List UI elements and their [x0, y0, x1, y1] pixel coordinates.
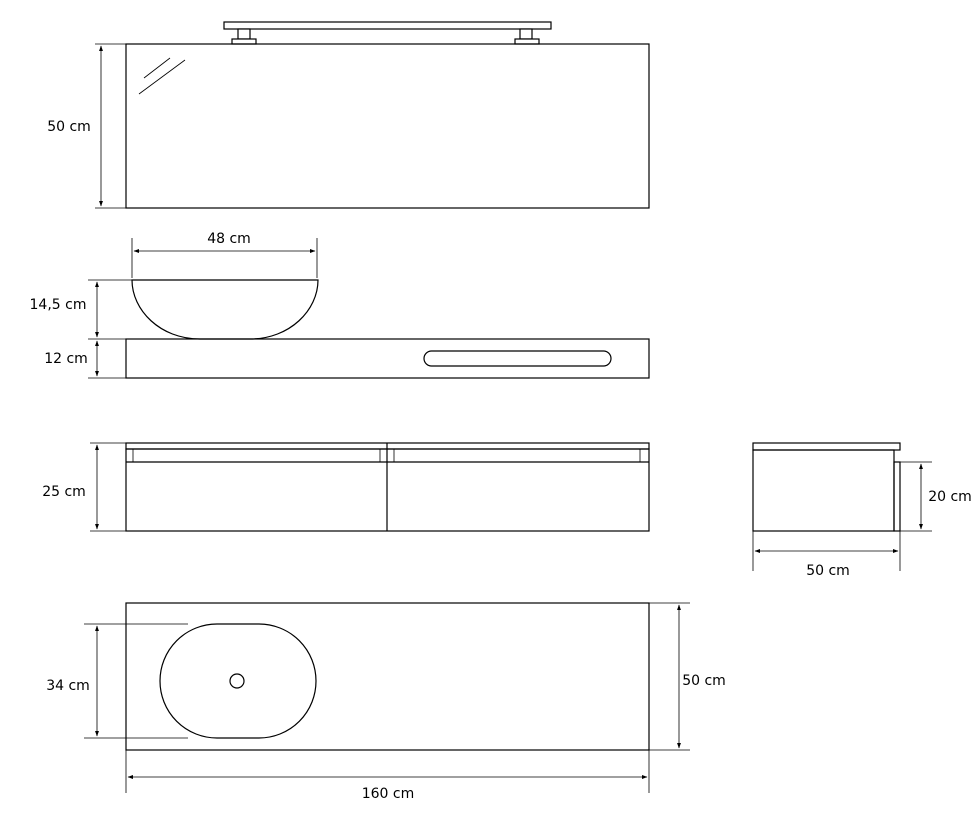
basin-depth-label: 34 cm: [46, 678, 90, 694]
mirror-panel: [125, 43, 650, 209]
side-width-label: 50 cm: [806, 563, 850, 579]
side-cabinet-body: [752, 449, 895, 532]
side-cabinet-top: [752, 442, 901, 451]
countertop: [125, 338, 650, 379]
mirror-height-label: 50 cm: [47, 119, 91, 135]
cabinet-height-label: 25 cm: [42, 484, 86, 500]
basin-height-label: 14,5 cm: [30, 297, 87, 313]
top-plan-view: 34 cm 50 cm 160 cm: [46, 602, 726, 802]
countertop-plan: [125, 602, 650, 751]
cabinet-handle-recess: [379, 448, 388, 463]
mirror-reflection-line: [138, 59, 186, 95]
cabinet-handle-recess: [639, 448, 650, 463]
top-depth-label: 50 cm: [682, 673, 726, 689]
mirror-view: 50 cm: [47, 21, 650, 209]
side-cabinet-drawer-front: [893, 461, 901, 532]
basin-countertop-view: 48 cm 14,5 cm 12 cm: [30, 231, 650, 379]
mirror-reflection-line: [143, 57, 171, 79]
top-width-label: 160 cm: [362, 786, 415, 802]
cabinet-handle-recess: [386, 448, 395, 463]
countertop-towel-slot: [423, 350, 612, 367]
countertop-height-label: 12 cm: [44, 351, 88, 367]
basin-width-label: 48 cm: [207, 231, 251, 247]
side-height-label: 20 cm: [928, 489, 972, 505]
basin-drain: [229, 673, 245, 689]
side-cabinet-view: 20 cm 50 cm: [752, 442, 972, 579]
cabinet-front-view: 25 cm: [42, 442, 650, 532]
mirror-lamp-mount-left-base: [231, 38, 257, 45]
basin-plan-oval: [159, 623, 317, 739]
cabinet-handle-recess: [125, 448, 134, 463]
mirror-lamp-mount-right: [519, 28, 533, 40]
mirror-lamp-bar: [223, 21, 552, 30]
mirror-lamp-mount-left: [237, 28, 251, 40]
mirror-lamp-mount-right-base: [514, 38, 540, 45]
basin-outline: [131, 279, 319, 340]
